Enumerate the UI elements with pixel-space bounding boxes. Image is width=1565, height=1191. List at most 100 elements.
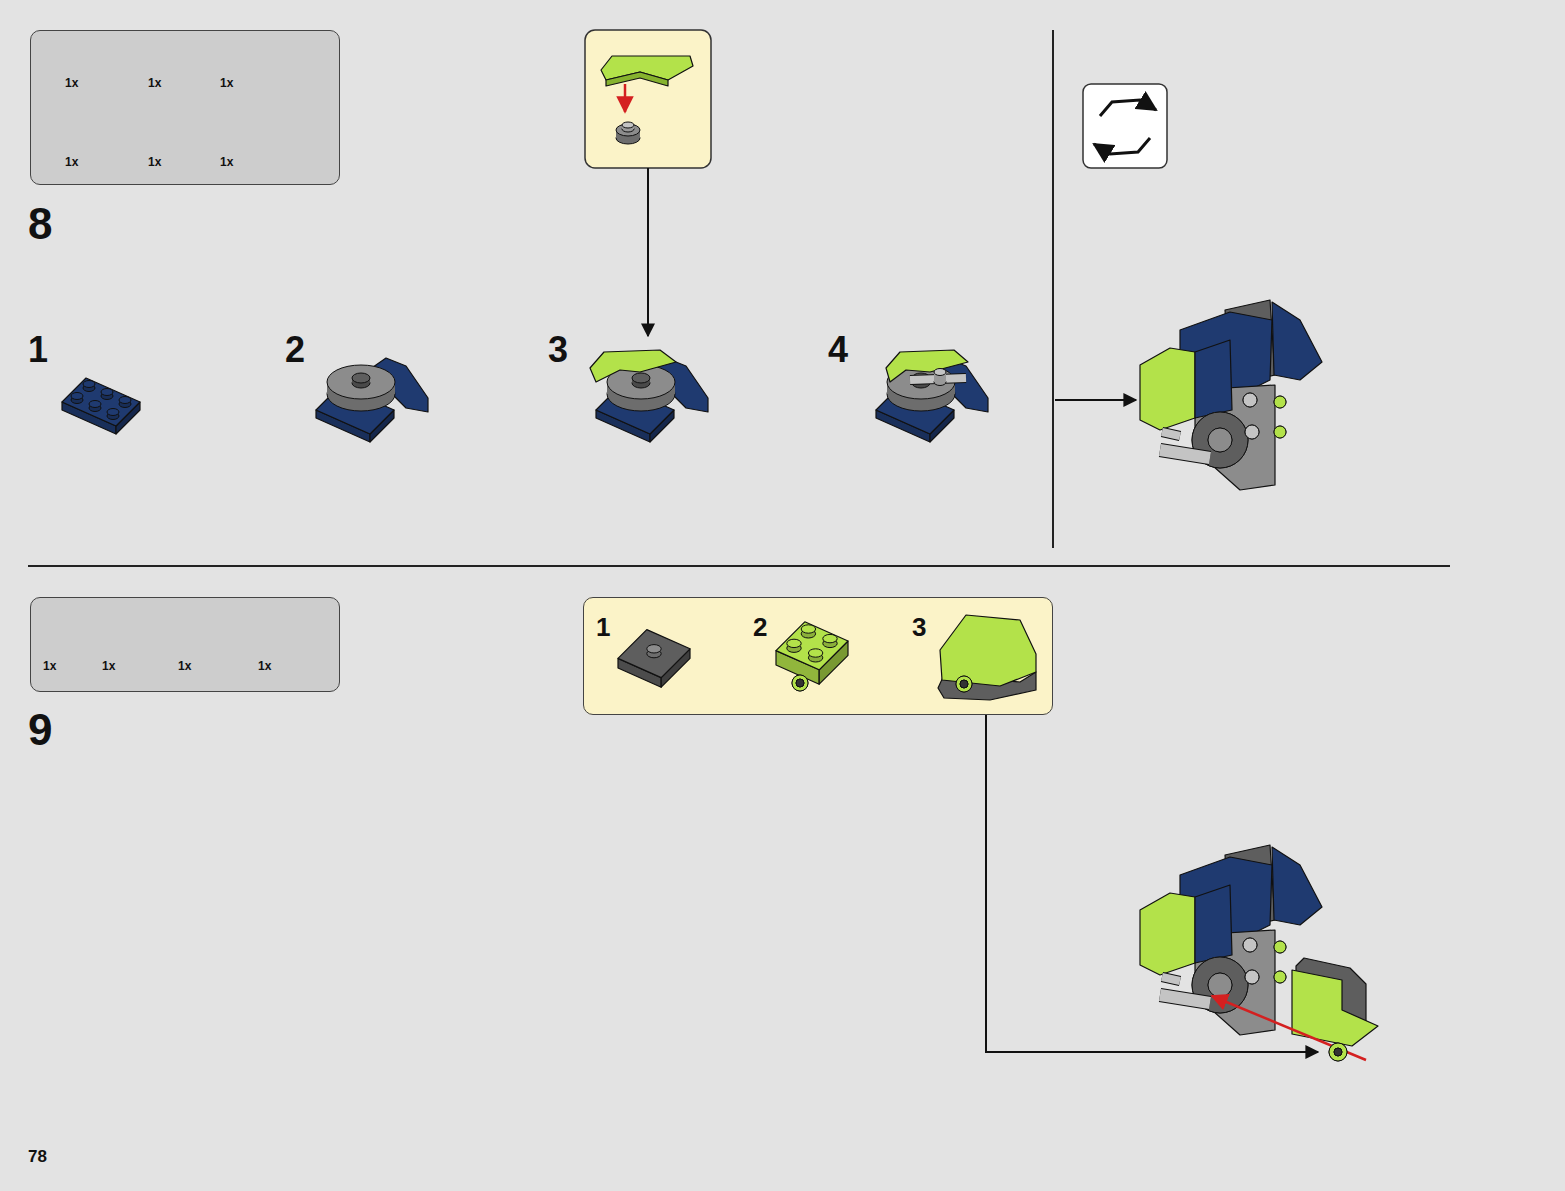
disc [960,680,968,688]
disc [632,373,650,383]
stud [801,625,815,633]
disc [1334,1048,1342,1056]
sub-assembly-callout: 1 2 3 [583,597,1053,715]
sub-step-number: 4 [828,332,848,368]
callout-number: 1 [596,614,610,640]
model-block [1272,847,1322,925]
stud [107,409,119,416]
disc [622,122,634,128]
disc [792,675,808,691]
page-number: 78 [28,1148,47,1165]
disc [1274,941,1286,953]
disc [1274,941,1286,953]
parts-list: 1x 1x 1x 1x [30,597,340,692]
piece-top [62,378,140,426]
stud [647,645,661,653]
part-quantity: 1x [65,77,78,89]
sub-step-number: 3 [548,332,568,368]
disc [1334,1048,1342,1056]
sub-assembly-arrow [647,168,649,336]
model-block [1272,302,1322,380]
rotate-icon [1083,84,1167,168]
bar-outline [1160,995,1210,1003]
disc [1274,426,1286,438]
bar [1160,450,1210,458]
disc [1245,970,1259,984]
disc [1245,425,1259,439]
step-number: 8 [28,202,52,246]
disc [1274,426,1286,438]
sub-step-number: 2 [285,332,305,368]
disc [1245,425,1259,439]
stud [83,381,95,388]
bar [1160,995,1210,1003]
callout-number: 3 [912,614,926,640]
bar-outline [1160,450,1210,458]
disc [960,680,968,688]
part-quantity: 1x [258,660,271,672]
bar [1162,432,1180,436]
drawing [28,30,1450,1061]
disc [1208,973,1232,997]
piece-top [618,630,690,678]
bar-outline [1162,977,1180,981]
disc [1329,1043,1347,1061]
disc [1208,428,1232,452]
sub-assembly-callout [585,30,711,168]
stud [119,397,131,404]
part-quantity: 1x [148,156,161,168]
stud [808,649,822,657]
part-quantity: 1x [220,77,233,89]
model-block [1195,885,1232,963]
part-quantity: 1x [148,77,161,89]
callout-number: 2 [753,614,767,640]
sub-step-number: 1 [28,332,48,368]
stud [787,639,801,647]
step-number: 9 [28,708,52,752]
plate-piece [886,350,968,382]
disc [956,676,972,692]
model-block [1195,340,1232,418]
disc [796,679,804,687]
disc [1243,393,1257,407]
disc [1274,971,1286,983]
part-quantity: 1x [65,156,78,168]
disc [796,679,804,687]
disc [792,675,808,691]
part-quantity: 1x [43,660,56,672]
disc [1274,971,1286,983]
tile-piece [940,615,1036,686]
disc [1329,1043,1347,1061]
disc [1243,938,1257,952]
disc [934,369,946,376]
divider [28,565,1450,567]
disc [352,373,370,383]
disc [956,676,972,692]
disc [1274,396,1286,408]
bar-outline [1162,432,1180,436]
plate-piece [606,72,668,86]
disc [1274,396,1286,408]
divider [1052,30,1054,548]
stud [823,634,837,642]
sub-assembly-arrow [1055,399,1136,401]
assembly-arrow [1212,996,1366,1060]
sub-assembly-arrow [986,715,1318,1052]
part-quantity: 1x [102,660,115,672]
disc [1243,393,1257,407]
rotate-icon [1100,100,1156,116]
disc [327,365,395,399]
part-quantity: 1x [178,660,191,672]
piece-top [776,622,848,670]
disc [1208,428,1232,452]
model-block [1140,348,1195,430]
part-quantity: 1x [220,156,233,168]
plate-piece [590,350,676,382]
disc [1243,938,1257,952]
stud [89,401,101,408]
callout-ground [583,597,1053,715]
bar [1162,977,1180,981]
parts-list: 1x 1x 1x 1x 1x 1x [30,30,340,185]
model-block [1140,893,1195,975]
